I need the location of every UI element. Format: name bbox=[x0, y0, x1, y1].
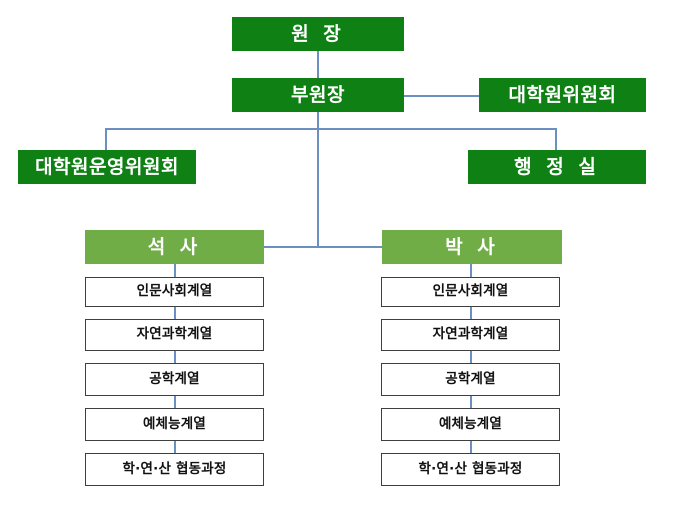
connector-vice-trunk bbox=[317, 112, 319, 247]
connector-bus-to-steering-committee bbox=[105, 128, 107, 150]
connector-masters-program-3-4 bbox=[174, 396, 176, 408]
connector-side-bus bbox=[105, 128, 557, 130]
connector-masters-to-program-1 bbox=[174, 264, 176, 277]
node-masters-program-2[interactable]: 자연과학계열 bbox=[85, 319, 264, 351]
node-masters-program-3[interactable]: 공학계열 bbox=[85, 363, 264, 396]
connector-doctorate-program-3-4 bbox=[470, 396, 472, 408]
node-doctorate-program-1[interactable]: 인문사회계열 bbox=[381, 277, 560, 307]
node-administration-office[interactable]: 행 정 실 bbox=[468, 150, 646, 184]
node-masters-program-1[interactable]: 인문사회계열 bbox=[85, 277, 264, 307]
connector-doctorate-to-program-1 bbox=[470, 264, 472, 277]
node-vice-director[interactable]: 부원장 bbox=[232, 78, 404, 112]
node-masters[interactable]: 석 사 bbox=[85, 230, 264, 264]
connector-doctorate-program-4-5 bbox=[470, 441, 472, 453]
node-graduate-committee[interactable]: 대학원위원회 bbox=[479, 78, 646, 112]
node-graduate-steering-committee[interactable]: 대학원운영위원회 bbox=[18, 150, 196, 184]
connector-doctorate-program-2-3 bbox=[470, 351, 472, 363]
connector-doctorate-program-1-2 bbox=[470, 307, 472, 319]
connector-bus-to-admin-office bbox=[555, 128, 557, 150]
connector-masters-doctorate-bus bbox=[264, 246, 382, 248]
node-doctorate-program-4[interactable]: 예체능계열 bbox=[381, 408, 560, 441]
connector-masters-program-4-5 bbox=[174, 441, 176, 453]
node-director[interactable]: 원 장 bbox=[232, 17, 404, 51]
node-doctorate-program-5[interactable]: 학·연·산 협동과정 bbox=[381, 453, 560, 486]
node-doctorate[interactable]: 박 사 bbox=[382, 230, 562, 264]
connector-vice-to-graduate-committee bbox=[404, 95, 479, 97]
node-masters-program-4[interactable]: 예체능계열 bbox=[85, 408, 264, 441]
node-doctorate-program-3[interactable]: 공학계열 bbox=[381, 363, 560, 396]
connector-masters-program-2-3 bbox=[174, 351, 176, 363]
node-masters-program-5[interactable]: 학·연·산 협동과정 bbox=[85, 453, 264, 486]
connector-director-to-vice bbox=[317, 51, 319, 78]
connector-masters-program-1-2 bbox=[174, 307, 176, 319]
node-doctorate-program-2[interactable]: 자연과학계열 bbox=[381, 319, 560, 351]
